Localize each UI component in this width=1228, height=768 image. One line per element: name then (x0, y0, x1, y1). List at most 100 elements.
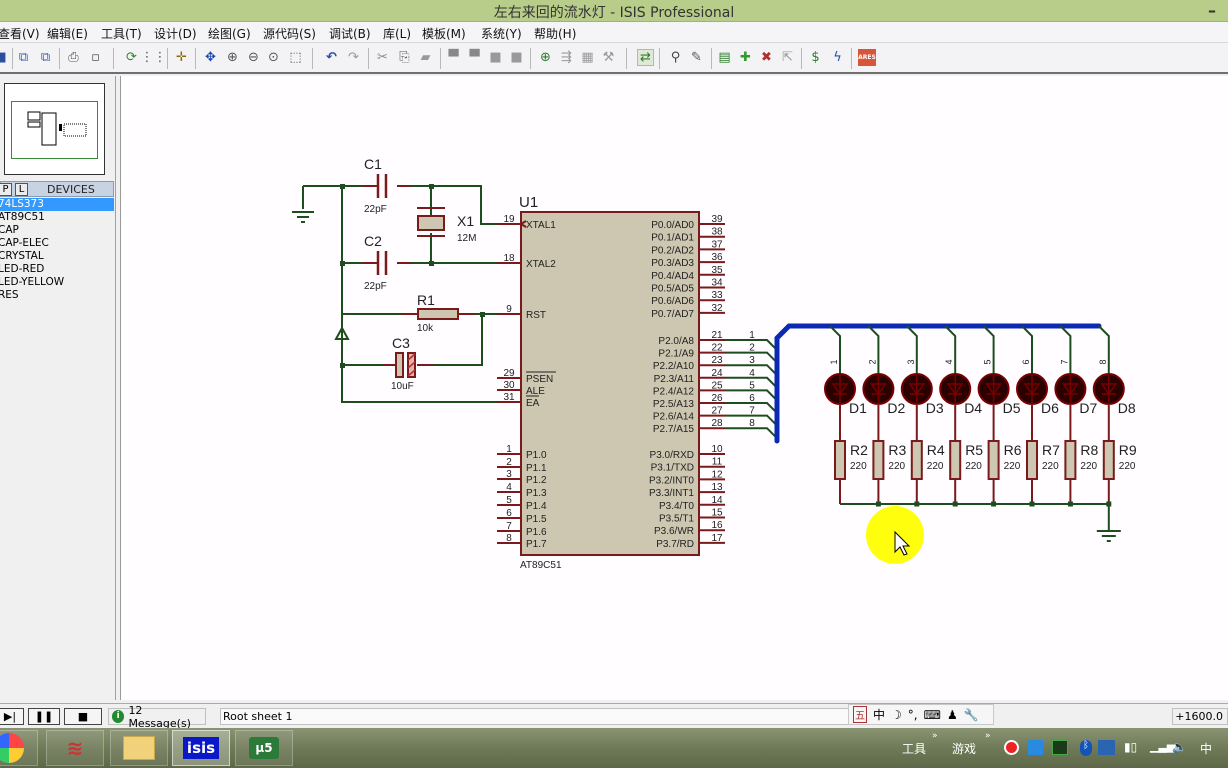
undo-icon[interactable]: ↶ (326, 50, 337, 65)
copy-icon[interactable]: ⎘ (399, 50, 410, 65)
minimize-button[interactable]: – (1208, 1, 1216, 20)
resistor-r4[interactable] (910, 440, 923, 480)
bill-of-materials-icon[interactable]: $ (811, 50, 820, 65)
resistor-r8[interactable] (1064, 440, 1077, 480)
zoom-area-icon[interactable]: ⬚ (289, 50, 302, 65)
paste-icon[interactable]: ▰ (420, 50, 431, 65)
cut-icon[interactable]: ✂ (377, 50, 388, 65)
overview-viewport[interactable] (11, 101, 98, 159)
punctuation-icon[interactable]: °, (907, 707, 918, 722)
decompose-icon[interactable]: ⚒ (602, 50, 615, 65)
microcontroller-u1[interactable]: U1 AT89C51 19XTAL118XTAL29RST29PSEN30ALE… (497, 194, 725, 571)
search-icon[interactable]: ⚲ (670, 50, 681, 65)
block-rotate-icon[interactable]: ■ (489, 50, 502, 65)
menu-help[interactable]: 帮助(H) (534, 27, 577, 41)
ares-netlist-icon[interactable]: ARES (858, 49, 876, 66)
pan-icon[interactable]: ✥ (205, 50, 216, 65)
stop-button[interactable]: ■ (64, 708, 102, 725)
zoom-out-icon[interactable]: ⊖ (248, 50, 259, 65)
ime-indicator[interactable]: 中 (1200, 742, 1213, 756)
settings-wrench-icon[interactable]: 🔧 (963, 707, 979, 722)
pause-button[interactable]: ❚❚ (28, 708, 60, 725)
menu-tools[interactable]: 工具(T) (101, 27, 142, 41)
library-manager-button[interactable]: L (15, 183, 28, 196)
print-icon[interactable]: ⎙ (68, 50, 79, 65)
device-item-res[interactable]: RES (0, 289, 19, 301)
block-delete-icon[interactable]: ■ (510, 50, 523, 65)
new-sheet-icon[interactable]: ▤ (718, 50, 731, 65)
keil-app[interactable]: ≋ (46, 730, 104, 766)
file-explorer-app[interactable] (110, 730, 168, 766)
add-sheet-icon[interactable]: ✚ (740, 50, 751, 65)
isis-app[interactable]: isis (172, 730, 230, 766)
toolbar-tools[interactable]: 工具 (902, 742, 927, 756)
remove-sheet-icon[interactable]: ✖ (761, 50, 772, 65)
uvision-app[interactable]: μ5 (235, 730, 293, 766)
menu-design[interactable]: 设计(D) (154, 27, 197, 41)
redo-icon[interactable]: ↷ (348, 50, 359, 65)
property-assignment-icon[interactable]: ✎ (691, 50, 702, 65)
toolbar-games[interactable]: 游戏 (952, 742, 977, 756)
user-icon[interactable]: ♟ (946, 707, 958, 722)
save-icon[interactable]: ■ (0, 50, 7, 65)
ime-toolbar[interactable]: 五 中 ☽ °, ⌨ ♟ 🔧 (848, 704, 994, 725)
data-bus[interactable] (774, 323, 1102, 444)
record-icon[interactable] (1004, 740, 1019, 755)
chevron-icon[interactable]: » (932, 731, 938, 741)
menu-template[interactable]: 模板(M) (422, 27, 466, 41)
chinese-mode-icon[interactable]: 中 (873, 708, 886, 722)
origin-icon[interactable]: ✛ (176, 50, 187, 65)
print-area-icon[interactable]: ▫ (91, 50, 100, 65)
menu-source[interactable]: 源代码(S) (263, 27, 316, 41)
resistor-r2[interactable] (834, 440, 846, 480)
device-item-led-yellow[interactable]: LED-YELLOW (0, 276, 65, 288)
wubi-icon[interactable]: 五 (853, 706, 867, 723)
menu-system[interactable]: 系统(Y) (481, 27, 522, 41)
capacitor-c2[interactable]: C2 22pF (364, 233, 411, 292)
goto-parent-icon[interactable]: ⇱ (782, 50, 793, 65)
pick-device-icon[interactable]: ⊕ (540, 50, 551, 65)
menu-edit[interactable]: 编辑(E) (47, 27, 88, 41)
bluetooth-icon[interactable]: ᛒ (1080, 740, 1092, 756)
device-item-crystal[interactable]: CRYSTAL (0, 250, 44, 262)
overview-window[interactable] (4, 83, 105, 175)
resistor-r6[interactable] (987, 440, 1000, 480)
device-item-74ls373[interactable]: 74LS373 (0, 198, 114, 211)
crystal-x1[interactable]: X1 12M (417, 207, 476, 244)
block-move-icon[interactable]: ▀ (469, 50, 480, 65)
package-tool-icon[interactable]: ▦ (581, 50, 594, 65)
signal-icon[interactable]: ▁▃▅ (1150, 740, 1176, 753)
browser-app[interactable] (0, 730, 38, 766)
wire-autorouter-icon[interactable]: ⇄ (637, 49, 654, 66)
messages-indicator[interactable]: i 12 Message(s) (108, 704, 206, 730)
chevron-icon[interactable]: » (985, 731, 991, 741)
export-section-icon[interactable]: ⧉ (40, 50, 51, 65)
device-item-cap[interactable]: CAP (0, 224, 19, 236)
resistor-r3[interactable] (872, 440, 885, 480)
resistor-r5[interactable] (949, 440, 962, 480)
electrical-rules-check-icon[interactable]: ϟ (833, 50, 842, 65)
device-item-cap-elec[interactable]: CAP-ELEC (0, 237, 49, 249)
resistor-r1[interactable]: R1 10k (401, 292, 476, 334)
play-button[interactable]: ▶| (0, 708, 24, 725)
nvidia-icon[interactable] (1052, 740, 1068, 755)
grid-icon[interactable]: ⋮⋮ (140, 50, 167, 65)
capacitor-c3[interactable]: C3 10uF (383, 335, 433, 392)
battery-icon[interactable]: ▮▯ (1124, 740, 1138, 754)
resistor-r7[interactable] (1026, 440, 1038, 480)
refresh-icon[interactable]: ⟳ (126, 50, 137, 65)
half-width-icon[interactable]: ☽ (891, 707, 902, 722)
import-section-icon[interactable]: ⧉ (18, 50, 29, 65)
device-item-led-red[interactable]: LED-RED (0, 263, 45, 275)
make-device-icon[interactable]: ⇶ (561, 50, 572, 65)
menu-view[interactable]: 查看(V) (0, 27, 40, 41)
menu-library[interactable]: 库(L) (383, 27, 412, 41)
menu-debug[interactable]: 调试(B) (329, 27, 371, 41)
schematic-canvas[interactable]: C1 22pF C2 22pF X1 12M R1 10k (120, 76, 1228, 700)
block-copy-icon[interactable]: ▀ (448, 50, 459, 65)
device-item-at89c51[interactable]: AT89C51 (0, 211, 45, 223)
volume-icon[interactable]: 🔈 (1172, 740, 1187, 754)
zoom-in-icon[interactable]: ⊕ (227, 50, 238, 65)
zoom-all-icon[interactable]: ⊙ (268, 50, 279, 65)
capacitor-c1[interactable]: C1 22pF (364, 156, 411, 215)
